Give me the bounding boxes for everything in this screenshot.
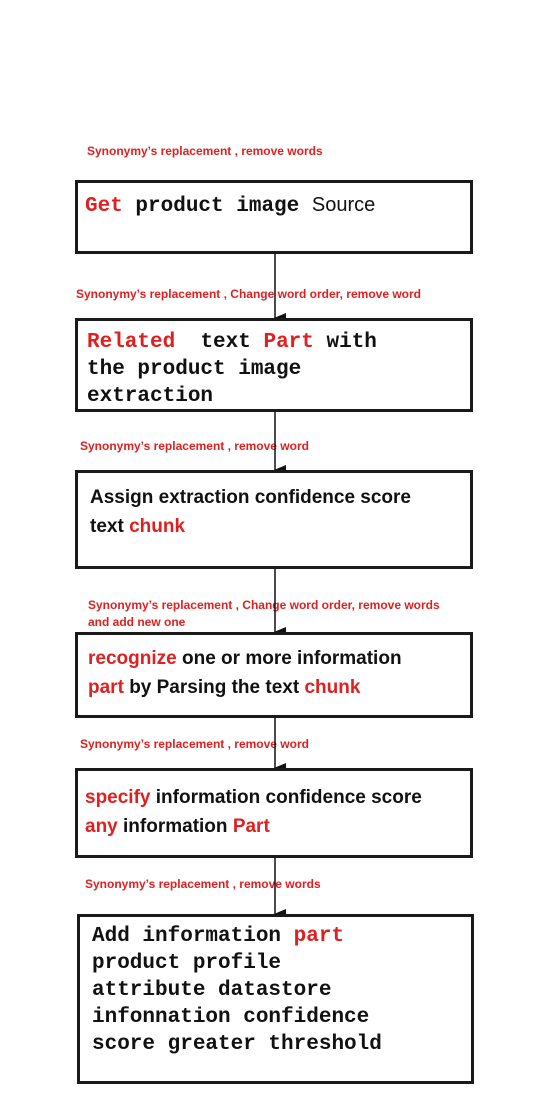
note-1: Synonymy’s replacement , remove words — [87, 144, 323, 158]
step-5-line-2: any information Part — [85, 816, 270, 837]
note-6: Synonymy’s replacement , remove words — [85, 877, 321, 891]
step-box-3: Assign extraction confidence score text … — [75, 470, 473, 569]
step-4-line-1: recognize one or more information — [88, 648, 402, 669]
step-3-line-2: text chunk — [90, 516, 186, 537]
step-box-2: Related text Part with the product image… — [75, 318, 473, 412]
step-6-line-3: attribute datastore — [92, 979, 332, 1002]
step-2-line-1: Related text Part with — [87, 331, 377, 354]
note-5: Synonymy’s replacement , remove word — [80, 737, 309, 751]
step-5-line-1: specify information confidence score — [85, 787, 422, 808]
note-3: Synonymy’s replacement , remove word — [80, 439, 309, 453]
step-3-line-1: Assign extraction confidence score — [90, 487, 411, 508]
step-box-5: specify information confidence score any… — [75, 768, 473, 858]
step-6-line-4: infonnation confidence — [92, 1006, 370, 1029]
step-2-line-3: extraction — [87, 385, 214, 408]
step-6-line-1: Add information part — [92, 925, 345, 948]
note-4: Synonymy’s replacement , Change word ord… — [88, 598, 440, 629]
step-6-line-5: score greater threshold — [92, 1033, 382, 1056]
step-box-1: Get product image Source — [75, 180, 473, 254]
step-6-line-2: product profile — [92, 952, 282, 975]
step-box-6: Add information part product profile att… — [77, 914, 474, 1084]
step-1-text: Get product image Source — [85, 194, 376, 218]
step-box-4: recognize one or more information part b… — [75, 632, 473, 718]
step-2-line-2: the product image — [87, 358, 302, 381]
step-4-line-2: part by Parsing the text chunk — [88, 677, 361, 698]
note-2: Synonymy’s replacement , Change word ord… — [76, 287, 421, 301]
